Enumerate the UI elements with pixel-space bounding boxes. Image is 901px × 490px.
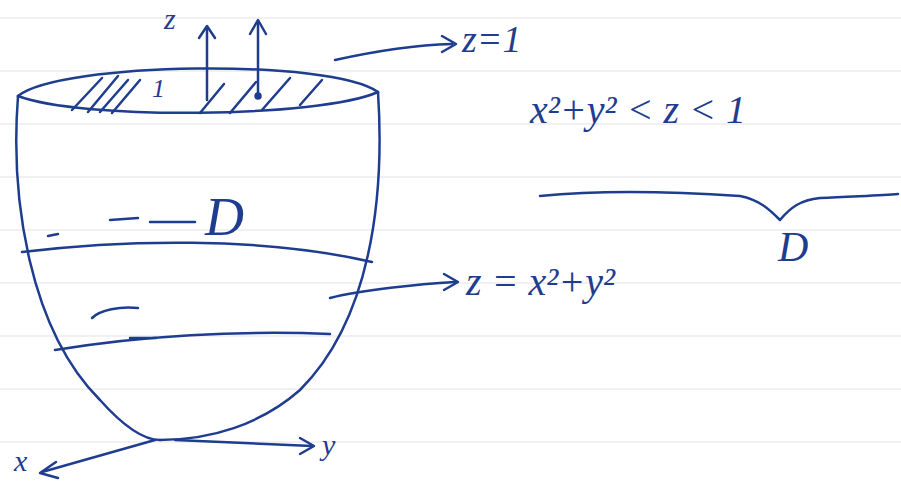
dash-mark — [150, 221, 195, 224]
notebook-rules — [0, 18, 901, 442]
plane-label: z=1 — [462, 20, 521, 58]
region-name: D — [778, 226, 808, 268]
axes — [40, 438, 314, 478]
height-label: 1 — [152, 76, 165, 102]
axis-label: z — [164, 4, 176, 34]
region-name: D — [205, 190, 244, 244]
top-rim — [18, 68, 378, 96]
hatching — [72, 76, 322, 113]
underbrace — [540, 192, 898, 220]
dash-mark — [110, 218, 138, 220]
dash-mark — [92, 307, 138, 318]
leader-line — [330, 282, 455, 298]
level-curve — [55, 333, 330, 350]
dash-mark — [48, 234, 58, 236]
normal-arrows — [199, 20, 266, 100]
axis-label: y — [322, 430, 335, 460]
dash-mark — [130, 337, 156, 340]
region-inequality: x²+y² < z < 1 — [530, 90, 746, 130]
level-curve — [22, 243, 372, 262]
leader-line — [335, 44, 452, 60]
leader-arrowhead — [444, 274, 458, 290]
leader-arrowhead — [442, 36, 456, 52]
surface-label: z = x²+y² — [466, 262, 615, 302]
axis-label: x — [14, 446, 27, 476]
left-side — [16, 96, 160, 440]
right-side — [160, 92, 380, 440]
